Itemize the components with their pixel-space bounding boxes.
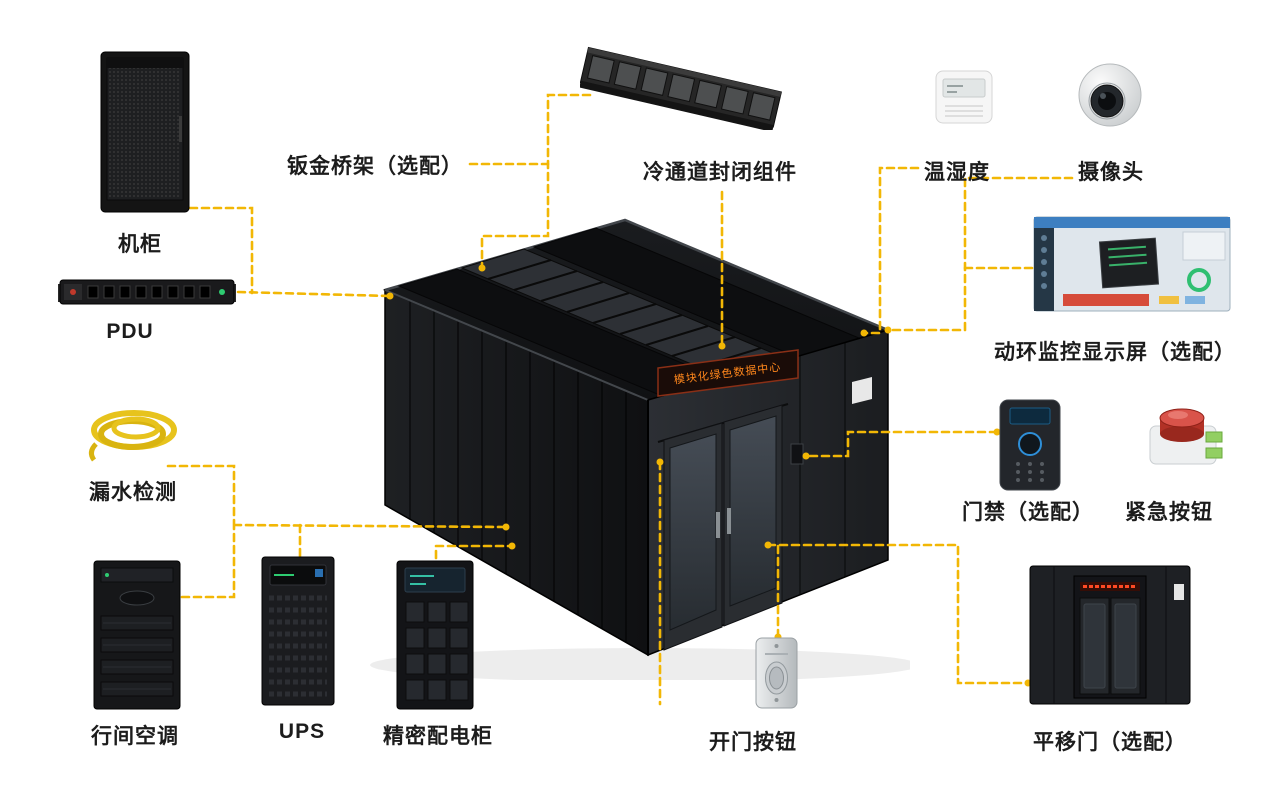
datacenter-enclosure-image: 模块化绿色数据中心 <box>370 218 910 680</box>
connector-temp <box>862 166 920 335</box>
door-handle-right <box>727 508 731 534</box>
rack-image <box>100 50 190 215</box>
cable-tray-image <box>580 25 795 130</box>
label-monitor: 动环监控显示屏（选配） <box>994 341 1236 364</box>
label-inrow-ac: 行间空调 <box>91 725 179 748</box>
right-wall-seams <box>799 343 846 595</box>
door-handle-left <box>716 512 720 538</box>
ups-image <box>261 556 335 708</box>
power-cabinet-image <box>396 560 474 712</box>
rack-panel-seams <box>409 300 627 642</box>
sliding-door-image <box>1028 558 1192 710</box>
access-control-image <box>998 398 1062 492</box>
left-wall-top-trim <box>384 289 649 401</box>
connector-ac <box>180 524 236 599</box>
label-power-cabinet: 精密配电柜 <box>383 725 493 748</box>
pdu-image <box>58 276 236 308</box>
label-pdu: PDU <box>106 320 154 343</box>
containment-crossbars <box>487 259 762 368</box>
connector-pdu <box>236 290 392 298</box>
label-cold-aisle: 冷通道封闭组件 <box>643 161 797 184</box>
glass-pane-right <box>729 415 777 607</box>
label-camera: 摄像头 <box>1078 161 1144 184</box>
emergency-button-image <box>1142 392 1226 470</box>
label-leak: 漏水检测 <box>89 481 177 504</box>
label-access: 门禁（选配） <box>962 501 1094 524</box>
inrow-ac-image <box>93 560 181 712</box>
connector-rack <box>176 206 254 295</box>
connector-left-main <box>232 523 508 529</box>
connector-cabinet <box>434 544 514 560</box>
label-ups: UPS <box>278 720 326 743</box>
label-sliding-door: 平移门（选配） <box>1033 731 1187 754</box>
connector-camera <box>886 176 1074 332</box>
connector-slidingdoor <box>766 543 1030 685</box>
leak-detect-cable-image <box>82 398 182 466</box>
connector-endpoints <box>386 264 1032 687</box>
glass-pane-left <box>669 433 717 631</box>
thermo-hygrometer-image <box>933 68 995 126</box>
monitoring-screen-image <box>1033 216 1231 314</box>
label-cable-tray: 钣金桥架（选配） <box>287 155 463 178</box>
label-emergency: 紧急按钮 <box>1125 501 1213 524</box>
connector-access <box>804 430 999 458</box>
led-display <box>657 349 799 397</box>
door-open-button-image <box>753 636 800 710</box>
camera-image <box>1076 62 1144 130</box>
label-rack: 机柜 <box>118 233 162 256</box>
door-lock-box <box>790 443 804 465</box>
connector-leak <box>166 464 236 526</box>
label-temp-humidity: 温湿度 <box>924 161 990 184</box>
connector-tray <box>480 93 592 270</box>
label-door-button: 开门按钮 <box>709 731 797 754</box>
wall-sticker <box>852 377 872 404</box>
